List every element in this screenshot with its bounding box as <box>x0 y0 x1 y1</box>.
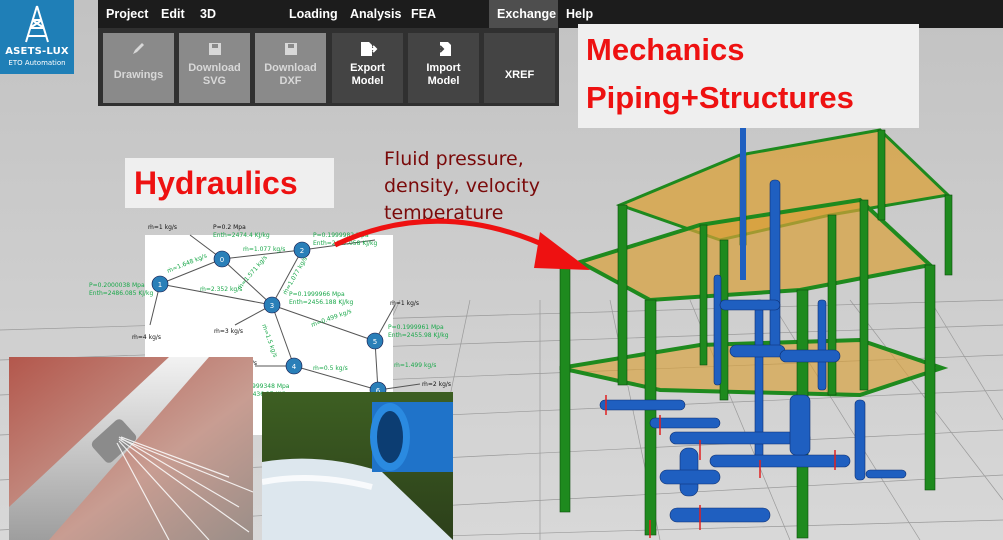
leaking-pipe-photo <box>9 357 253 540</box>
logo-title: ASETS-LUX <box>5 46 69 57</box>
xref-label: XREF <box>504 69 535 81</box>
water-outflow-pipe-photo <box>262 392 453 540</box>
menu-edit[interactable]: Edit <box>161 7 185 21</box>
export-file-icon <box>361 42 378 56</box>
menu-project[interactable]: Project <box>106 7 149 21</box>
save-icon <box>285 43 297 55</box>
import-file-icon <box>435 42 451 56</box>
download-dxf-line1: Download <box>264 62 317 74</box>
menu-fea-analysis[interactable]: FEA Analysis <box>411 7 462 49</box>
app-logo[interactable]: ASETS-LUX ETO Automation <box>0 0 74 74</box>
ribbon-toolbar <box>98 28 559 106</box>
save-icon <box>209 43 221 55</box>
menu-analysis[interactable]: Analysis <box>350 7 402 21</box>
fluid-line-3: temperature <box>384 202 504 224</box>
menu-3d-modeling[interactable]: 3D Modeling <box>200 7 255 49</box>
mechanics-caption-box: Mechanics Piping+Structures <box>578 24 919 128</box>
export-model-line1: Export <box>350 62 385 74</box>
logo-subtitle: ETO Automation <box>8 59 66 67</box>
export-model-line2: Model <box>351 75 384 87</box>
tower-logo-icon <box>25 5 49 43</box>
drawings-button[interactable]: Drawings <box>103 33 174 103</box>
menu-loading[interactable]: Loading <box>289 7 338 21</box>
drawings-label: Drawings <box>113 69 164 81</box>
fluid-properties-caption: Fluid pressure, density, velocity temper… <box>384 146 584 227</box>
pencil-icon <box>133 43 144 54</box>
xref-button[interactable]: XREF <box>484 33 555 103</box>
mechanics-caption: Mechanics <box>586 32 745 67</box>
menu-exchange[interactable]: Exchange <box>489 0 558 28</box>
download-svg-line1: Download <box>188 62 241 74</box>
import-model-line2: Model <box>427 75 460 87</box>
menu-help[interactable]: Help <box>566 7 594 21</box>
hydraulics-caption: Hydraulics <box>125 158 334 208</box>
piping-structures-caption: Piping+Structures <box>586 80 854 115</box>
download-svg-line2: SVG <box>202 75 227 87</box>
fluid-line-1: Fluid pressure, <box>384 148 524 170</box>
fluid-line-2: density, velocity <box>384 175 540 197</box>
download-dxf-line2: DXF <box>279 75 302 87</box>
import-model-line1: Import <box>426 62 461 74</box>
